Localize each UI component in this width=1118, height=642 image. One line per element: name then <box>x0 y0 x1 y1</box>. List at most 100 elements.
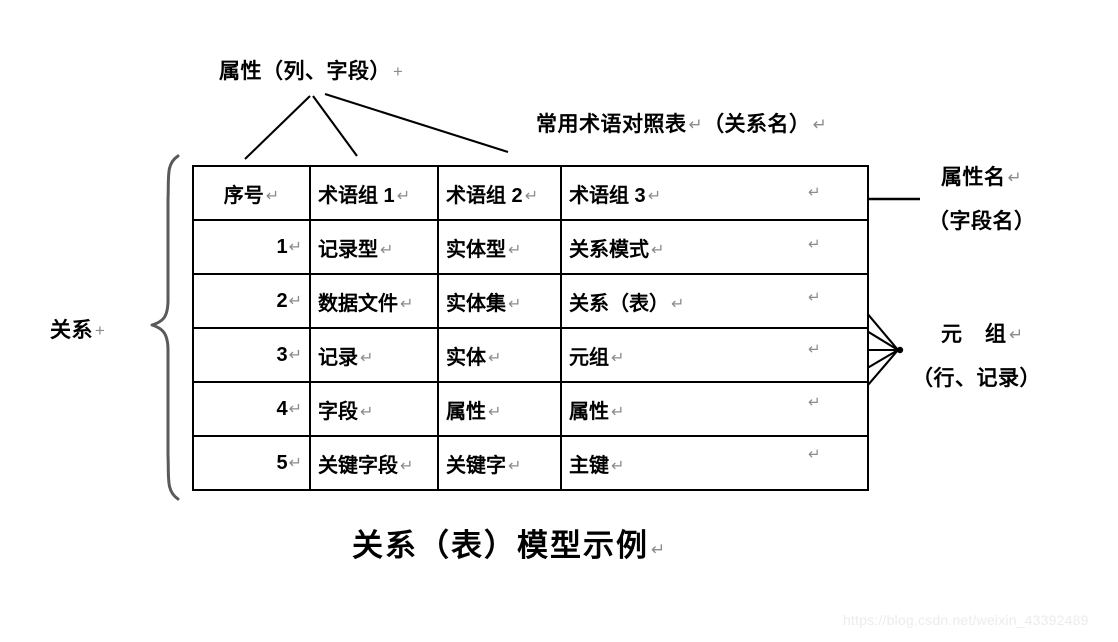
cell-text: 属性 <box>446 400 486 423</box>
table-cell: 关键字↵ <box>437 435 562 491</box>
table-cell: 关键字段↵ <box>309 435 439 491</box>
table-cell: 3↵ <box>192 327 311 383</box>
return-mark-icon: ↵ <box>1007 168 1023 187</box>
table-cell: 2↵ <box>192 273 311 329</box>
return-mark-icon: ↵ <box>808 236 821 253</box>
return-mark-icon: + <box>95 321 106 340</box>
cell-text: 5 <box>276 451 288 474</box>
table-cell: 属性↵ <box>560 381 869 437</box>
return-mark-icon: ↵ <box>812 115 828 134</box>
attribute-label-text: 属性（列、字段） <box>219 60 391 83</box>
return-mark-icon: ↵ <box>647 187 662 205</box>
return-mark-icon: ↵ <box>288 292 302 310</box>
cell-text: 字段 <box>318 400 358 423</box>
attr-line-col1 <box>244 95 311 160</box>
table-row: 4↵ 字段↵ 属性↵ 属性↵ <box>192 381 869 437</box>
return-mark-icon: ↵ <box>508 241 522 259</box>
attribute-fan-lines <box>244 92 509 160</box>
return-mark-icon: ↵ <box>288 238 302 256</box>
page-title-suffix: （关系名） <box>703 113 811 136</box>
cell-text: 术语组 1 <box>318 184 395 207</box>
cell-text: 实体集 <box>446 292 506 315</box>
cell-text: 关系模式 <box>569 238 649 261</box>
return-mark-icon: ↵ <box>651 241 665 259</box>
cell-text: 属性 <box>569 400 609 423</box>
cell-text: 记录型 <box>318 238 378 261</box>
table-header-cell: 术语组 3↵ <box>560 165 869 221</box>
field-name-label: （字段名） <box>928 210 1036 233</box>
return-mark-icon: ↵ <box>611 403 625 421</box>
return-mark-icon: ↵ <box>400 295 414 313</box>
table-row: 3↵ 记录↵ 实体↵ 元组↵ <box>192 327 869 383</box>
table-cell: 记录↵ <box>309 327 439 383</box>
table-cell: 5↵ <box>192 435 311 491</box>
return-mark-icon: ↵ <box>808 341 821 358</box>
table-cell: 实体↵ <box>437 327 562 383</box>
return-mark-icon: ↵ <box>611 457 625 475</box>
cell-text: 关系（表） <box>569 292 669 315</box>
cell-text: 2 <box>276 289 288 312</box>
return-mark-icon: ↵ <box>808 394 821 411</box>
cell-text: 实体型 <box>446 238 506 261</box>
table-cell: 实体集↵ <box>437 273 562 329</box>
cell-text: 实体 <box>446 346 486 369</box>
return-mark-icon: ↵ <box>400 457 414 475</box>
table-header-cell: 术语组 1↵ <box>309 165 439 221</box>
return-mark-icon: + <box>393 62 404 81</box>
row-record-label: （行、记录） <box>912 367 1041 390</box>
figure-caption: 关系（表）模型示例↵ <box>352 520 667 565</box>
relation-brace <box>150 154 180 501</box>
return-mark-icon: ↵ <box>808 184 821 201</box>
table-cell: 关系（表）↵ <box>560 273 869 329</box>
figure-caption-text: 关系（表）模型示例 <box>352 528 649 563</box>
return-mark-icon: ↵ <box>671 295 685 313</box>
cell-text: 元组 <box>569 346 609 369</box>
table-row: 5↵ 关键字段↵ 关键字↵ 主键↵ <box>192 435 869 491</box>
tuple-label-text: 元 组 <box>941 323 1007 346</box>
attribute-name-label: 属性名↵ <box>941 161 1022 191</box>
return-mark-icon: ↵ <box>488 403 502 421</box>
return-mark-icon: ↵ <box>1009 325 1025 344</box>
return-mark-icon: ↵ <box>808 446 821 463</box>
page-title-text: 常用术语对照表 <box>536 113 687 136</box>
return-mark-icon: ↵ <box>611 349 625 367</box>
cell-text: 序号 <box>223 184 264 207</box>
table-header-row: 序号↵ 术语组 1↵ 术语组 2↵ 术语组 3↵ <box>192 165 869 221</box>
attribute-label: 属性（列、字段）+ <box>219 55 403 85</box>
tuple-converge-point <box>896 346 904 354</box>
return-mark-icon: ↵ <box>288 346 302 364</box>
table-header-cell: 术语组 2↵ <box>437 165 562 221</box>
table-cell: 4↵ <box>192 381 311 437</box>
cell-text: 术语组 3 <box>569 184 646 207</box>
watermark: https://blog.csdn.net/weixin_43392489 <box>843 612 1089 628</box>
cell-text: 关键字段 <box>318 454 398 477</box>
relation-label-text: 关系 <box>50 319 93 342</box>
attribute-name-text: 属性名 <box>941 166 1006 189</box>
table-cell: 主键↵ <box>560 435 869 491</box>
table-cell: 属性↵ <box>437 381 562 437</box>
table-cell: 字段↵ <box>309 381 439 437</box>
return-mark-icon: ↵ <box>524 187 539 205</box>
return-mark-icon: ↵ <box>288 400 302 418</box>
tuple-label: 元 组↵ <box>941 318 1024 348</box>
table-cell: 实体型↵ <box>437 219 562 275</box>
table-cell: 数据文件↵ <box>309 273 439 329</box>
cell-text: 数据文件 <box>318 292 398 315</box>
table-cell: 记录型↵ <box>309 219 439 275</box>
table-cell: 1↵ <box>192 219 311 275</box>
return-mark-icon: ↵ <box>651 540 668 559</box>
cell-text: 4 <box>276 397 288 420</box>
return-mark-icon: ↵ <box>488 349 502 367</box>
table-row: 1↵ 记录型↵ 实体型↵ 关系模式↵ <box>192 219 869 275</box>
return-mark-icon: ↵ <box>508 295 522 313</box>
cell-text: 记录 <box>318 346 358 369</box>
attr-line-col3 <box>324 92 509 154</box>
attr-line-col2 <box>312 95 358 157</box>
table-cell: 元组↵ <box>560 327 869 383</box>
return-mark-icon: ↵ <box>360 349 374 367</box>
relation-label: 关系+ <box>50 314 105 344</box>
page-title: 常用术语对照表↵（关系名）↵ <box>536 108 827 138</box>
cell-text: 关键字 <box>446 454 506 477</box>
return-mark-icon: ↵ <box>508 457 522 475</box>
